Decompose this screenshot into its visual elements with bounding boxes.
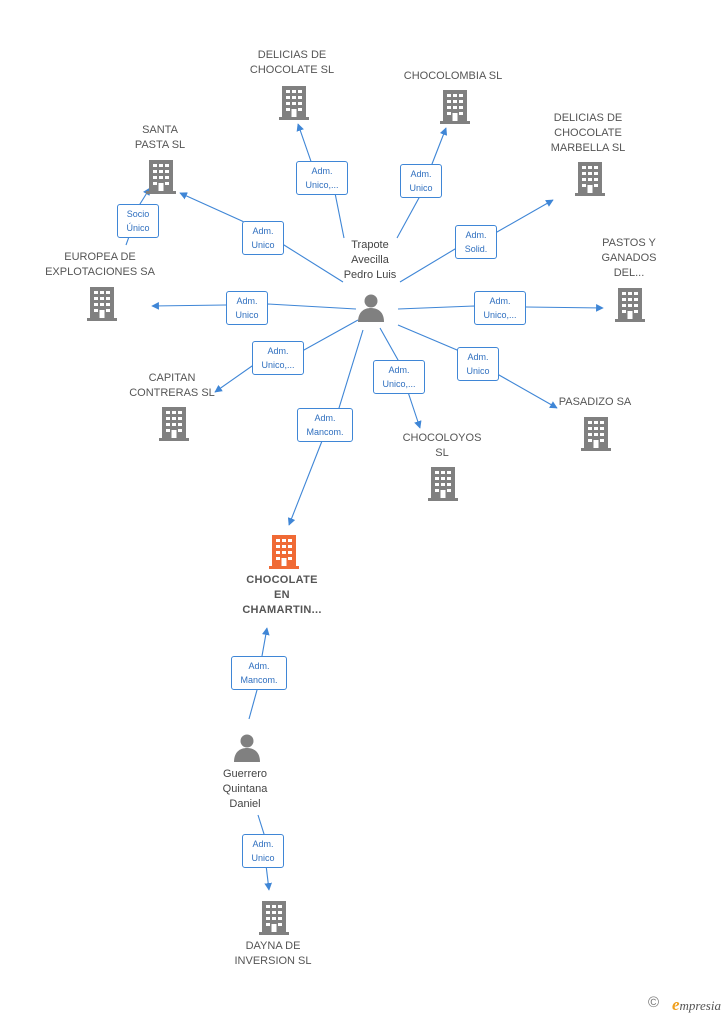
company-name-line: CHOCOLATE SL	[249, 64, 335, 76]
company-name-line: SL	[435, 447, 449, 459]
person-label-guerrero: Guerrero Quintana Daniel	[205, 767, 285, 812]
company-name-line: INVERSION SL	[234, 955, 312, 967]
company-name-line: EUROPEA DE	[64, 251, 136, 263]
relation-line: Unico	[251, 240, 275, 250]
building-icon[interactable]	[279, 84, 309, 125]
company-name-line: MARBELLA SL	[550, 142, 626, 154]
relation-line: Adm.	[410, 169, 432, 179]
building-icon[interactable]	[428, 465, 458, 506]
relation-badge[interactable]: Adm. Mancom.	[231, 656, 287, 690]
company-name-line: CHOCOLOMBIA SL	[403, 70, 503, 82]
relation-badge[interactable]: Adm. Unico	[226, 291, 268, 325]
company-name-line: PASADIZO SA	[558, 396, 632, 408]
company-label-delicias-marbella[interactable]: DELICIAS DE CHOCOLATE MARBELLA SL	[528, 111, 648, 156]
company-label-chocolombia[interactable]: CHOCOLOMBIA SL	[393, 69, 513, 84]
relation-badge[interactable]: Adm. Unico	[457, 347, 499, 381]
building-icon[interactable]	[146, 158, 176, 199]
relation-line: Unico,...	[305, 180, 339, 190]
relation-badge[interactable]: Adm. Unico,...	[373, 360, 425, 394]
company-label-chocoloyos[interactable]: CHOCOLOYOS SL	[382, 431, 502, 461]
building-icon[interactable]	[575, 160, 605, 201]
company-label-santa-pasta[interactable]: SANTA PASTA SL	[100, 123, 220, 153]
logo-initial: e	[672, 995, 680, 1014]
relation-line: Unico,...	[483, 310, 517, 320]
relation-line: Unico	[409, 183, 433, 193]
building-icon[interactable]	[615, 286, 645, 327]
relation-line: Adm.	[248, 661, 270, 671]
company-name-line: SANTA	[142, 124, 178, 136]
company-name-line: CAPITAN	[148, 372, 196, 384]
person-name-line: Quintana	[222, 783, 268, 795]
relation-line: Mancom.	[306, 427, 344, 437]
relation-badge[interactable]: Adm. Unico,...	[252, 341, 304, 375]
relation-line: Adm.	[467, 352, 489, 362]
company-name-line: CHOCOLATE	[246, 574, 318, 586]
company-label-delicias-chocolate[interactable]: DELICIAS DE CHOCOLATE SL	[232, 48, 352, 78]
company-name-line: DEL...	[613, 267, 645, 279]
company-label-chocolate-chamartin[interactable]: CHOCOLATE EN CHAMARTIN...	[222, 573, 342, 618]
relation-badge[interactable]: Adm. Unico,...	[474, 291, 526, 325]
relation-badge[interactable]: Adm. Unico	[400, 164, 442, 198]
person-label-trapote: Trapote Avecilla Pedro Luis	[330, 238, 410, 283]
relation-line: Unico	[235, 310, 259, 320]
company-name-line: DAYNA DE	[245, 940, 301, 952]
company-name-line: DELICIAS DE	[257, 49, 327, 61]
company-name-line: CONTRERAS SL	[129, 387, 215, 399]
relation-line: Adm.	[465, 230, 487, 240]
relation-line: Unico,...	[261, 360, 295, 370]
logo-text: mpresia	[679, 998, 721, 1013]
relation-line: Adm.	[236, 296, 258, 306]
relation-line: Adm.	[311, 166, 333, 176]
company-name-line: EXPLOTACIONES SA	[45, 266, 155, 278]
person-icon[interactable]	[232, 732, 262, 767]
relation-line: Adm.	[267, 346, 289, 356]
relation-badge[interactable]: Adm. Unico	[242, 834, 284, 868]
building-icon[interactable]	[87, 285, 117, 326]
person-name-line: Trapote	[351, 239, 389, 251]
relation-line: Adm.	[489, 296, 511, 306]
relation-badge[interactable]: Adm. Solid.	[455, 225, 497, 259]
relation-line: Solid.	[464, 244, 488, 254]
company-name-line: CHAMARTIN...	[242, 604, 322, 616]
building-icon[interactable]	[259, 899, 289, 940]
empresia-logo[interactable]: empresia	[672, 995, 721, 1015]
relation-badge[interactable]: Adm. Mancom.	[297, 408, 353, 442]
relation-line: Adm.	[314, 413, 336, 423]
company-name-line: CHOCOLOYOS	[402, 432, 482, 444]
company-label-pastos[interactable]: PASTOS Y GANADOS DEL...	[579, 236, 679, 281]
relation-line: Adm.	[388, 365, 410, 375]
person-name-line: Avecilla	[351, 254, 389, 266]
company-label-capitan[interactable]: CAPITAN CONTRERAS SL	[112, 371, 232, 401]
building-icon[interactable]	[159, 405, 189, 446]
person-name-line: Daniel	[229, 798, 261, 810]
company-name-line: PASTA SL	[134, 139, 186, 151]
person-icon[interactable]	[356, 292, 386, 327]
building-icon[interactable]	[440, 88, 470, 129]
relation-line: Unico	[466, 366, 490, 376]
relation-badge[interactable]: Adm. Unico,...	[296, 161, 348, 195]
relation-badge[interactable]: Adm. Unico	[242, 221, 284, 255]
relation-badge[interactable]: Socio Único	[117, 204, 159, 238]
relation-line: Adm.	[252, 839, 274, 849]
company-name-line: GANADOS	[601, 252, 657, 264]
relation-line: Socio	[126, 209, 150, 219]
company-name-line: CHOCOLATE	[554, 127, 622, 139]
relation-line: Adm.	[252, 226, 274, 236]
company-label-pasadizo[interactable]: PASADIZO SA	[545, 395, 645, 410]
relation-line: Mancom.	[240, 675, 278, 685]
company-label-dayna[interactable]: DAYNA DE INVERSION SL	[213, 939, 333, 969]
company-label-europea[interactable]: EUROPEA DE EXPLOTACIONES SA	[30, 250, 170, 280]
person-name-line: Guerrero	[222, 768, 268, 780]
person-name-line: Pedro Luis	[343, 269, 397, 281]
relation-line: Único	[126, 223, 150, 233]
copyright-symbol: ©	[648, 994, 660, 1011]
company-name-line: PASTOS Y	[602, 237, 656, 249]
company-name-line: EN	[274, 589, 290, 601]
building-icon-focus[interactable]	[269, 533, 299, 574]
company-name-line: DELICIAS DE	[553, 112, 623, 124]
relation-line: Unico,...	[382, 379, 416, 389]
building-icon[interactable]	[581, 415, 611, 456]
relation-line: Unico	[251, 853, 275, 863]
